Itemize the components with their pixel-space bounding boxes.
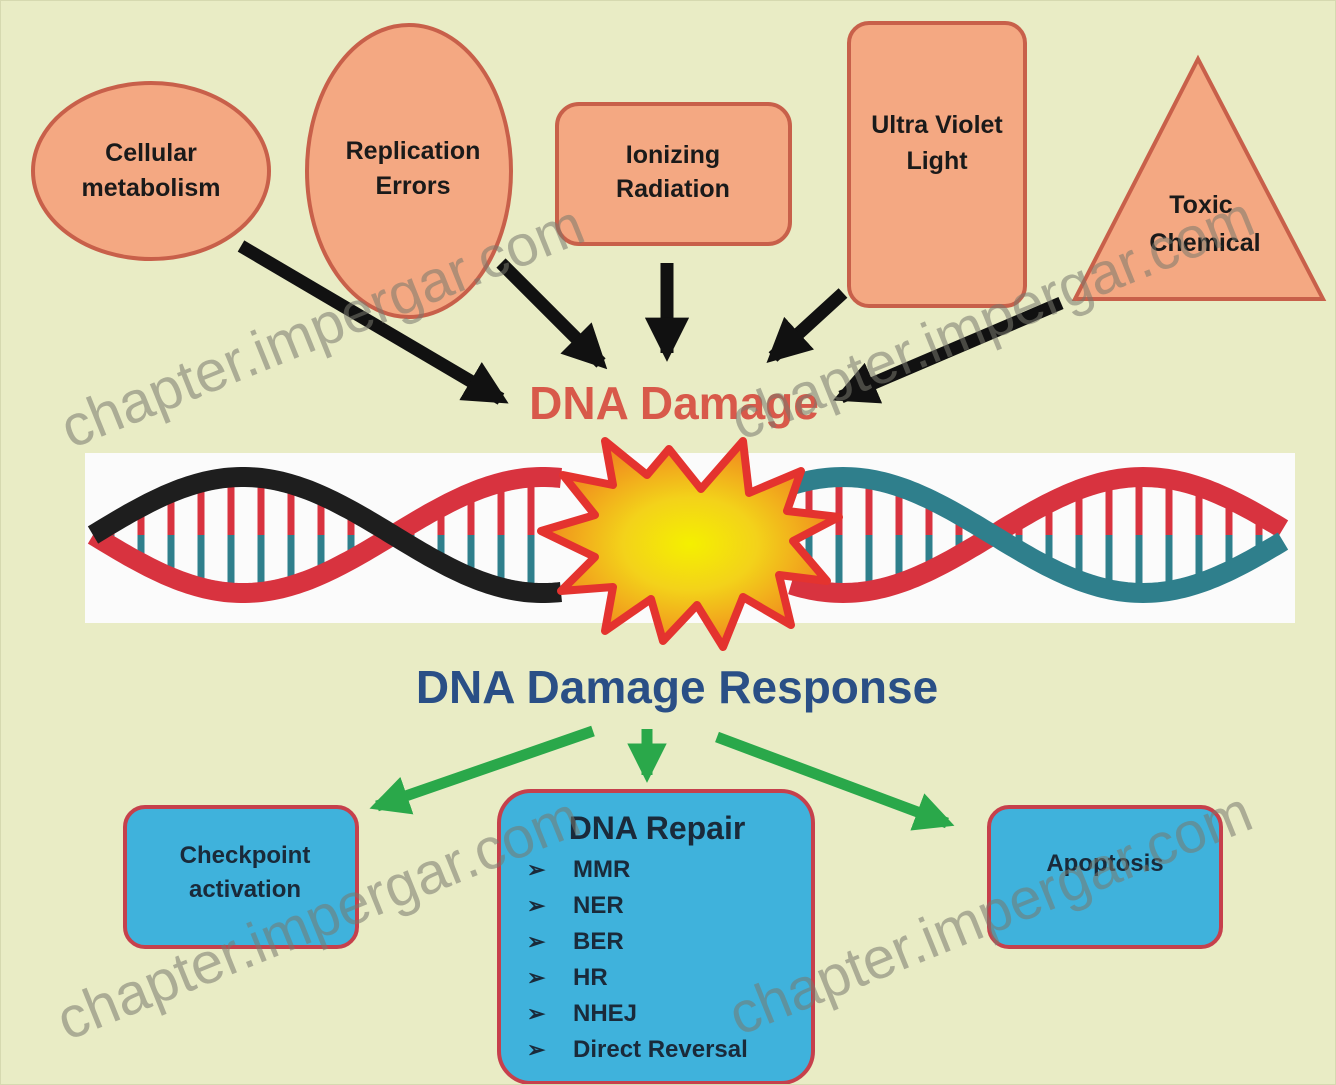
uv-label-line1: Ultra Violet bbox=[871, 111, 1003, 139]
bullet-arrow-icon: ➢ bbox=[527, 929, 546, 954]
bullet-arrow-icon: ➢ bbox=[527, 893, 546, 918]
dna-repair-title: DNA Repair bbox=[569, 810, 746, 846]
repair-item: HR bbox=[573, 964, 608, 991]
repair-item: MMR bbox=[573, 856, 630, 883]
cellular-label-line1: Cellular bbox=[105, 139, 197, 167]
ionizing-label-line1: Ionizing bbox=[626, 141, 720, 169]
dna-damage-response-title: DNA Damage Response bbox=[416, 661, 938, 713]
replication-label-line1: Replication bbox=[346, 137, 481, 165]
source-ionizing-radiation: Ionizing Radiation bbox=[557, 104, 790, 244]
repair-item: NER bbox=[573, 892, 624, 919]
uv-label-line2: Light bbox=[906, 147, 968, 175]
repair-item: Direct Reversal bbox=[573, 1036, 748, 1063]
replication-label-line2: Errors bbox=[375, 172, 450, 200]
bullet-arrow-icon: ➢ bbox=[527, 1001, 546, 1026]
repair-item: NHEJ bbox=[573, 1000, 637, 1027]
bullet-arrow-icon: ➢ bbox=[527, 965, 546, 990]
repair-item: BER bbox=[573, 928, 624, 955]
cellular-label-line2: metabolism bbox=[82, 174, 221, 202]
bullet-arrow-icon: ➢ bbox=[527, 1037, 546, 1062]
source-ultra-violet-light: Ultra Violet Light bbox=[849, 23, 1025, 306]
source-cellular-metabolism: Cellular metabolism bbox=[33, 83, 269, 259]
ionizing-label-line2: Radiation bbox=[616, 175, 730, 203]
checkpoint-label-line1: Checkpoint bbox=[180, 842, 311, 869]
